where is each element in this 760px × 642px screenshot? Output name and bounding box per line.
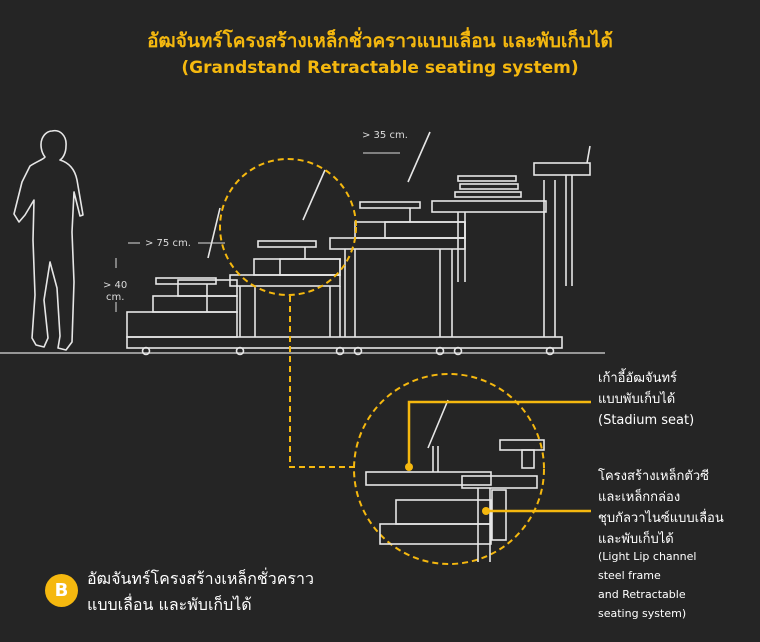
seat-gap-label: > 35 cm. — [362, 130, 408, 141]
title-thai: อัฒจันทร์โครงสร้างเหล็กชั่วคราวแบบเลื่อน… — [147, 30, 613, 52]
callout-line: และพับเก็บได้ — [598, 532, 674, 547]
callout-line: เก้าอี้อัฒจันทร์ — [598, 371, 678, 386]
callout-line: ชุบกัลวาไนซ์แบบเลื่อน — [598, 511, 724, 526]
highlight-marks — [219, 158, 545, 565]
section-caption: อัฒจันทร์โครงสร้างเหล็กชั่วคราว แบบเลื่อ… — [87, 566, 314, 618]
zoomed-detail — [365, 399, 545, 562]
callout-line: seating system) — [598, 607, 687, 620]
title-english: (Grandstand Retractable seating system) — [181, 58, 579, 78]
callout-line: โครงสร้างเหล็กตัวซี — [598, 469, 709, 484]
seat-callout-dot — [405, 463, 413, 471]
caption-line: แบบเลื่อน และพับเก็บได้ — [87, 595, 252, 614]
dimension-marks — [115, 152, 400, 312]
step-height-label: > 40 — [103, 280, 128, 291]
frame-callout-dot — [482, 507, 490, 515]
step-height-unit: cm. — [106, 292, 125, 303]
callout-leaders — [407, 400, 591, 513]
callout-line: and Retractable — [598, 588, 686, 601]
caption-line: อัฒจันทร์โครงสร้างเหล็กชั่วคราว — [87, 569, 314, 588]
callout-line: และเหล็กกล่อง — [598, 490, 681, 505]
callout-line: แบบพับเก็บได้ — [598, 392, 676, 407]
grandstand-structure — [126, 131, 591, 356]
callout-line: steel frame — [598, 569, 661, 582]
stadium-seat-callout: เก้าอี้อัฒจันทร์ แบบพับเก็บได้ (Stadium … — [598, 368, 694, 431]
section-badge: B — [45, 574, 78, 607]
callout-line: (Light Lip channel — [598, 550, 697, 563]
row-depth-label: > 75 cm. — [145, 238, 191, 249]
steel-frame-callout-en: (Light Lip channel steel frame and Retra… — [598, 547, 696, 623]
steel-frame-callout: โครงสร้างเหล็กตัวซี และเหล็กกล่อง ชุบกัล… — [598, 466, 724, 550]
human-silhouette-icon — [13, 129, 84, 351]
callout-line: (Stadium seat) — [598, 413, 695, 428]
